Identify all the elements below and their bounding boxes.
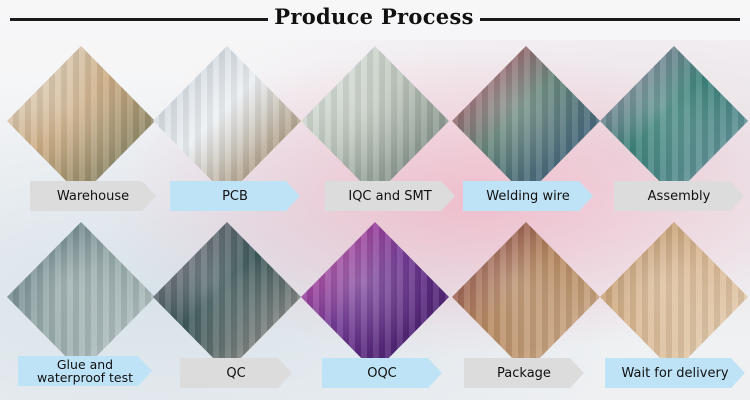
step-label-iqc-smt: IQC and SMT (325, 181, 455, 211)
step-label-welding-wire: Welding wire (463, 181, 593, 211)
step-label-qc: QC (180, 358, 292, 388)
step-label-glue-test: Glue and waterproof test (18, 356, 152, 386)
page-title: Produce Process (274, 4, 474, 29)
step-label-warehouse: Warehouse (30, 181, 156, 211)
header-rule-right (480, 18, 740, 21)
header-rule-left (10, 18, 268, 21)
step-label-oqc: OQC (322, 358, 442, 388)
step-label-assembly: Assembly (614, 181, 744, 211)
step-label-wait-delivery: Wait for delivery (605, 358, 745, 388)
step-label-glue-test-text: Glue and waterproof test (36, 357, 134, 385)
step-label-package: Package (464, 358, 584, 388)
section-header: Produce Process (0, 0, 750, 40)
step-label-pcb: PCB (170, 181, 300, 211)
